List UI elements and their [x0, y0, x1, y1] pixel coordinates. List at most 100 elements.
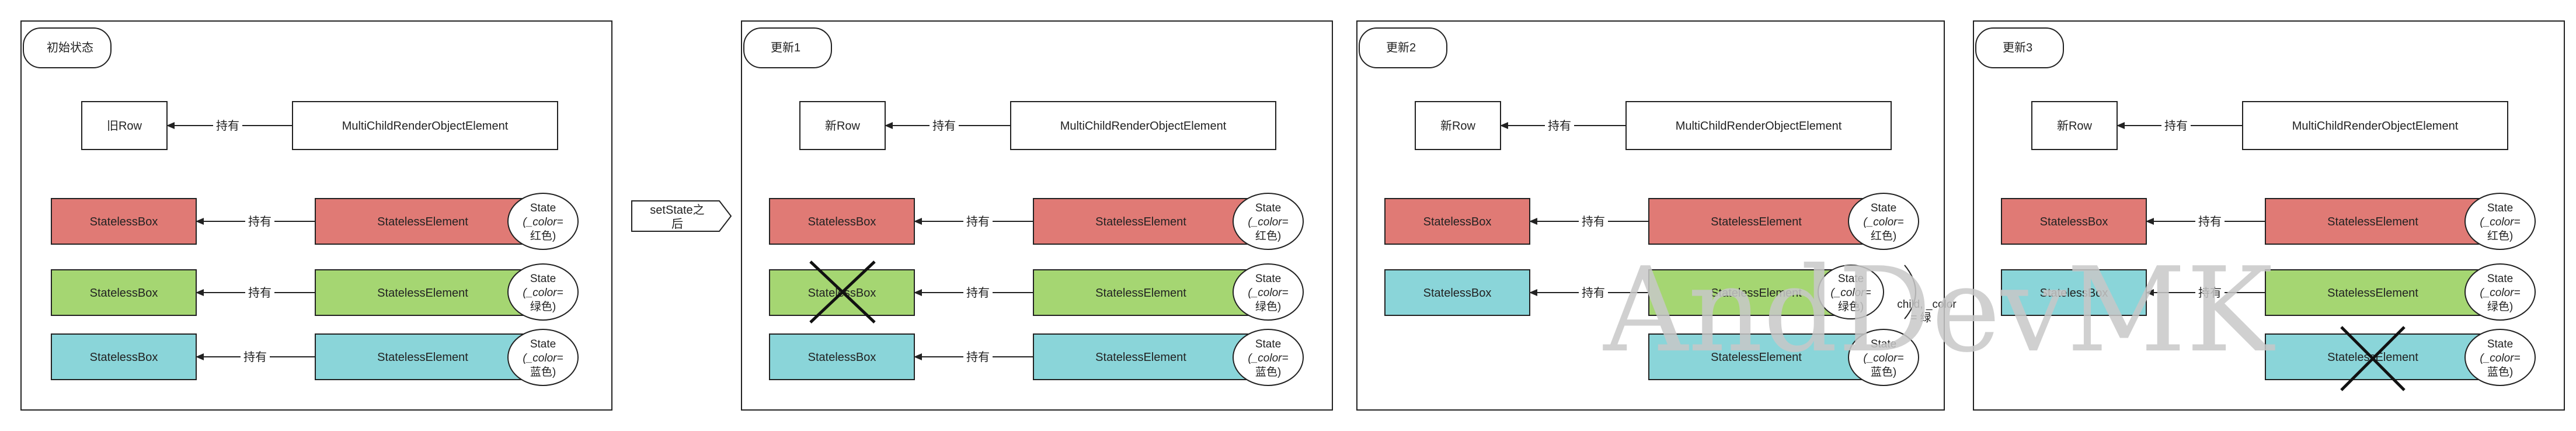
- panel-frame: [1973, 20, 2565, 411]
- state-value: 蓝色): [2487, 366, 2513, 378]
- stateless-element: [1033, 269, 1249, 316]
- state-field: (_color=: [2480, 287, 2520, 299]
- stateless-element: [2265, 269, 2481, 316]
- stateless-box-label: StatelessBox: [808, 216, 876, 228]
- stateless-box: [2001, 269, 2147, 316]
- state-field: (_color=: [523, 287, 563, 299]
- stateless-element: [1648, 333, 1864, 380]
- watermark: AndDevMK: [1602, 242, 2275, 378]
- stateless-element-label: StatelessElement: [1095, 216, 1186, 228]
- state-value: 绿色): [530, 300, 556, 313]
- state-title: State: [530, 273, 556, 285]
- stateless-element-label: StatelessElement: [1095, 351, 1186, 364]
- state-field: (_color=: [1248, 216, 1288, 228]
- state-ellipse: [2464, 193, 2536, 250]
- state-value: 绿色): [2487, 300, 2513, 313]
- holds-label: 持有: [248, 286, 271, 300]
- state-ellipse: [507, 329, 579, 386]
- mcroe-label: MultiChildRenderObjectElement: [342, 120, 509, 133]
- stateless-box-label: StatelessBox: [2040, 216, 2108, 228]
- state-value: 红色): [1871, 230, 1896, 242]
- state-title: State: [530, 338, 556, 350]
- stateless-box: [51, 198, 197, 245]
- panel-title-tag: [1359, 27, 1447, 68]
- state-ellipse: [507, 263, 579, 321]
- stateless-element-label: StatelessElement: [377, 216, 468, 228]
- stateless-element: [315, 269, 531, 316]
- state-ellipse: [507, 193, 579, 250]
- state-title: State: [1255, 202, 1281, 214]
- panel-update-2: 更新2 新Row MultiChildRenderObjectElement 持…: [1356, 20, 1957, 411]
- mcroe-box: [1625, 101, 1892, 150]
- state-value: 蓝色): [530, 366, 556, 378]
- row-box: [799, 101, 886, 150]
- panel-frame: [1356, 20, 1945, 411]
- state-ellipse: [1848, 329, 1919, 386]
- mcroe-box: [2242, 101, 2508, 150]
- stateless-element-label: StatelessElement: [1711, 216, 1802, 228]
- state-title: State: [1838, 273, 1864, 285]
- state-title: State: [2487, 273, 2513, 285]
- panel-frame: [741, 20, 1333, 411]
- stateless-box: [769, 198, 915, 245]
- state-field: (_color=: [1248, 352, 1288, 364]
- state-value: 红色): [530, 230, 556, 242]
- row-label: 新Row: [2057, 119, 2093, 133]
- cross-mark: [2340, 326, 2406, 391]
- holds-label: 持有: [1548, 119, 1571, 133]
- stateless-box: [2001, 198, 2147, 245]
- state-field: (_color=: [1863, 216, 1903, 228]
- state-ellipse: [2464, 329, 2536, 386]
- panel-title: 更新2: [1386, 41, 1416, 54]
- row-box: [81, 101, 168, 150]
- overlap-ellipse-edge: [1904, 265, 1916, 319]
- transition-line1: setState之: [650, 203, 704, 217]
- panel-title: 初始状态: [47, 41, 93, 54]
- panel-title: 更新3: [2003, 41, 2032, 54]
- state-value: 红色): [2487, 230, 2513, 242]
- holds-label: 持有: [243, 350, 267, 364]
- state-title: State: [1255, 338, 1281, 350]
- holds-label: 持有: [216, 119, 239, 133]
- state-ellipse: [2464, 263, 2536, 321]
- mcroe-label: MultiChildRenderObjectElement: [1676, 120, 1842, 133]
- row-box: [2031, 101, 2118, 150]
- row-label: 新Row: [825, 119, 861, 133]
- state-ellipse: [1233, 263, 1304, 321]
- state-title: State: [1255, 273, 1281, 285]
- stateless-box-label: StatelessBox: [808, 351, 876, 364]
- state-title: State: [1871, 202, 1896, 214]
- state-title: State: [2487, 202, 2513, 214]
- state-ellipse: [1233, 193, 1304, 250]
- state-field: (_color=: [523, 216, 563, 228]
- holds-label: 持有: [248, 215, 271, 228]
- mcroe-box: [292, 101, 558, 150]
- state-value: 绿色): [1838, 300, 1864, 313]
- state-ellipse: [1233, 329, 1304, 386]
- stateless-element-label: StatelessElement: [1711, 351, 1802, 364]
- stateless-box-label: StatelessBox: [90, 216, 158, 228]
- panel-title-tag: [23, 27, 112, 68]
- state-field: (_color=: [523, 352, 563, 364]
- stateless-box-label: StatelessBox: [1423, 216, 1492, 228]
- state-ellipse: [1818, 265, 1884, 319]
- state-title: State: [530, 202, 556, 214]
- holds-label: 持有: [2164, 119, 2188, 133]
- state-value: 绿色): [1255, 300, 1281, 313]
- holds-label: 持有: [966, 215, 990, 228]
- stateless-box: [51, 269, 197, 316]
- mcroe-label: MultiChildRenderObjectElement: [2292, 120, 2459, 133]
- panel-initial: 初始状态 旧Row MultiChildRenderObjectElement …: [20, 20, 612, 411]
- row-label: 旧Row: [107, 120, 142, 133]
- mcroe-box: [1010, 101, 1276, 150]
- state-field: (_color=: [1863, 352, 1903, 364]
- stateless-element: [2265, 198, 2481, 245]
- state-title: State: [2487, 338, 2513, 350]
- state-value: 红色): [1255, 230, 1281, 242]
- state-field: (_color=: [1248, 287, 1288, 299]
- holds-label: 持有: [2198, 286, 2222, 300]
- stateless-box-label: StatelessBox: [2040, 287, 2108, 300]
- holds-label: 持有: [966, 350, 990, 364]
- holds-label: 持有: [932, 119, 956, 133]
- stateless-element-label: StatelessElement: [2327, 287, 2418, 300]
